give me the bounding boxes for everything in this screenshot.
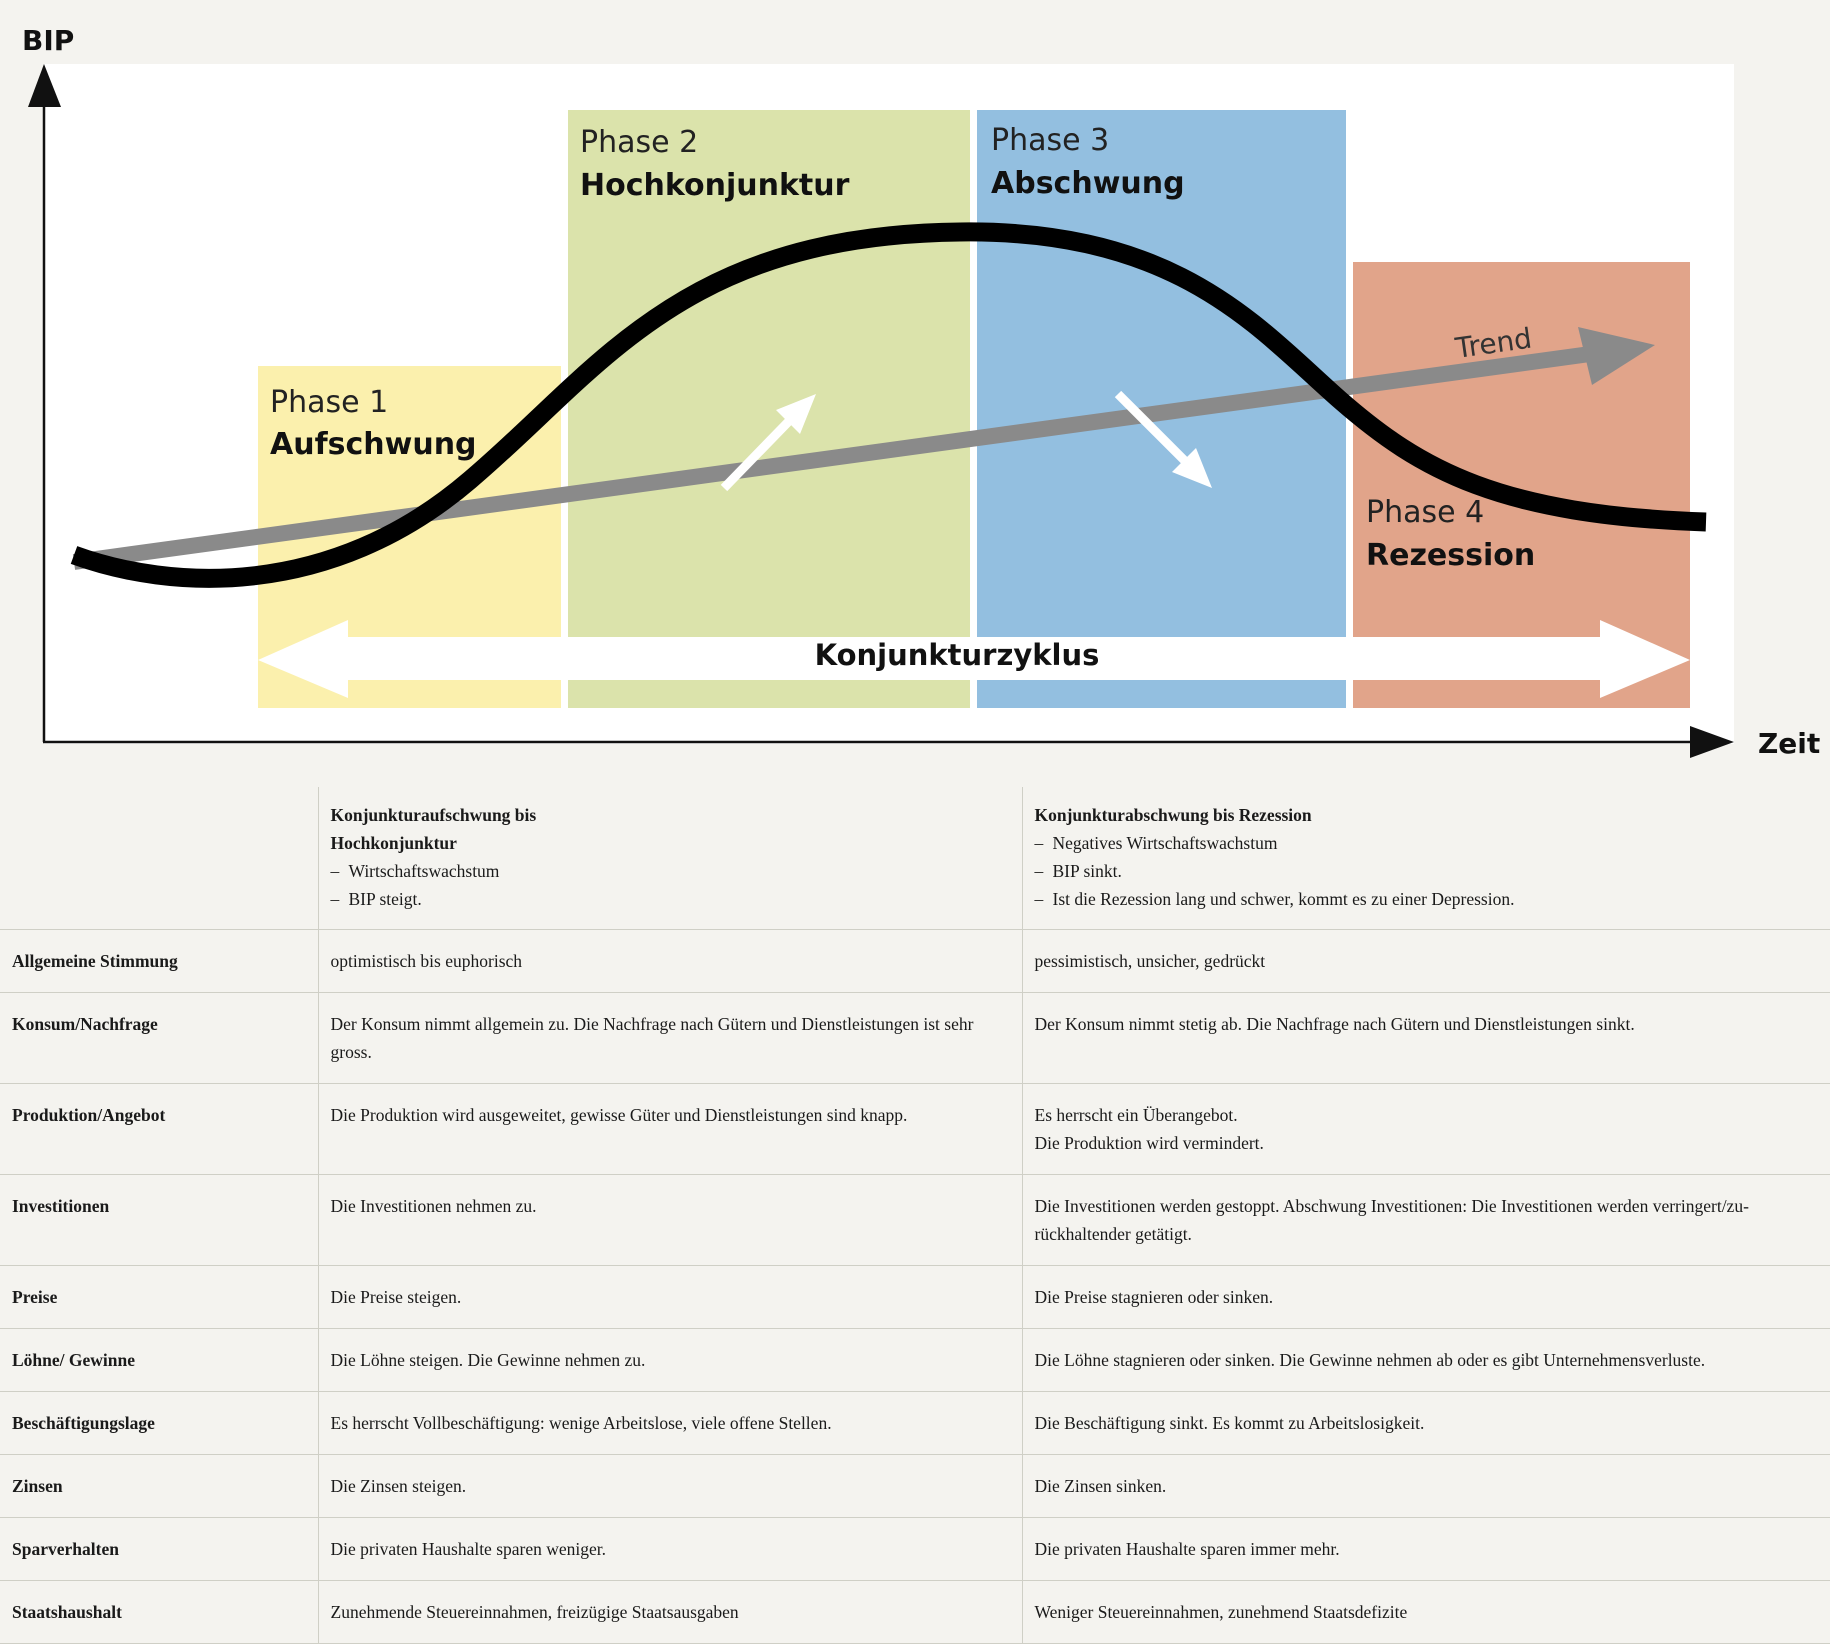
cell-text: Die Investitionen nehmen zu. [330,1196,537,1216]
downswing-cell: Die Zinsen sinken. [1021,1454,1830,1518]
upswing-cell: Die Zinsen steigen. [317,1454,1022,1518]
cycle-double-arrow [258,620,1690,698]
upswing-cell: Der Konsum nimmt allgemein zu. Die Nachf… [317,992,1022,1084]
cell-text: Die Beschäftigung sinkt. Es kommt zu Arb… [1034,1413,1425,1433]
cell-text: Die Löhne steigen. Die Gewinne nehmen zu… [330,1350,646,1370]
upswing-cell: optimistisch bis euphorisch [317,929,1022,993]
downswing-cell: pessimistisch, unsicher, gedrückt [1021,929,1830,993]
cycle-label: Konjunkturzyklus [815,638,1100,672]
header-upswing-cell: Konjunkturaufschwung bis Hochkonjunktur … [317,787,1022,930]
table-row: Preise Die Preise steigen. Die Preise stag… [0,1265,1830,1329]
phase-2-box [568,110,970,708]
upswing-cell: Zunehmende Steuereinnahmen, freizügige S… [317,1580,1022,1644]
comparison-table-wrap: Konjunkturaufschwung bis Hochkonjunktur … [0,787,1830,1644]
phase-1-name: Aufschwung [270,427,477,462]
row-label: Investitionen [0,1174,318,1266]
header-empty-cell [0,787,318,930]
row-label: Allgemeine Stimmung [0,929,318,993]
x-axis-arrowhead-icon [1690,726,1734,758]
phase-4-name: Rezession [1366,538,1535,573]
cell-text: Die Zinsen steigen. [330,1476,467,1496]
row-label: Beschäftigungslage [0,1391,318,1455]
table-header-row: Konjunkturaufschwung bis Hochkonjunktur … [0,787,1830,930]
cell-text: Die Investitionen werden gestoppt. Absch… [1034,1196,1749,1244]
table-row: Löhne/ Gewinne Die Löhne steigen. Die Gew… [0,1328,1830,1392]
cell-text: Die Produktion wird ausgeweitet, gewisse… [330,1105,908,1125]
diagram-svg: Phase 1 Aufschwung Phase 2 Hochkonjunktu… [22,24,1820,760]
downswing-bullet: –BIP sinkt. [1034,861,1122,881]
upswing-title-line1: Konjunkturaufschwung bis [330,805,537,825]
cell-text: optimistisch bis euphorisch [330,951,523,971]
header-downswing-cell: Konjunkturabschwung bis Rezession –Negat… [1021,787,1830,930]
cell-text: Die privaten Haushalte sparen immer mehr… [1034,1539,1340,1559]
downswing-title: Konjunkturabschwung bis Rezession [1034,805,1312,825]
rising-arrow-icon [720,394,816,492]
row-label: Zinsen [0,1454,318,1518]
row-label: Produktion/Angebot [0,1083,318,1175]
cell-text: Der Konsum nimmt stetig ab. Die Nachfrag… [1034,1014,1635,1034]
cell-text: Die Preise stagnieren oder sinken. [1034,1287,1274,1307]
cell-text: Es herrscht ein Überangebot. [1034,1105,1238,1125]
phase-4-number: Phase 4 [1366,495,1484,530]
phase-2-name: Hochkonjunktur [580,168,850,203]
downswing-cell: Die Preise stagnieren oder sinken. [1021,1265,1830,1329]
falling-arrow-icon [1114,390,1212,488]
downswing-cell: Die Löhne stagnieren oder sinken. Die Ge… [1021,1328,1830,1392]
cell-text: pessimistisch, unsicher, gedrückt [1034,951,1266,971]
downswing-cell: Der Konsum nimmt stetig ab. Die Nachfrag… [1021,992,1830,1084]
cell-text: Die Preise steigen. [330,1287,462,1307]
phase-4-box [1353,262,1690,708]
cell-text: Die Produktion wird vermindert. [1034,1133,1264,1153]
cell-text: Weniger Steuereinnahmen, zunehmend Staat… [1034,1602,1408,1622]
upswing-cell: Die Investitionen nehmen zu. [317,1174,1022,1266]
cell-text: Der Konsum nimmt allgemein zu. Die Nachf… [330,1014,974,1062]
cell-text: Die Zinsen sinken. [1034,1476,1167,1496]
phase-3-number: Phase 3 [991,123,1109,158]
row-label: Sparverhalten [0,1517,318,1581]
table-row: Sparverhalten Die privaten Haushalte spar… [0,1517,1830,1581]
cell-text: Die privaten Haushalte sparen weniger. [330,1539,607,1559]
phase-3-name: Abschwung [991,166,1185,201]
downswing-cell: Die Investitionen werden gestoppt. Absch… [1021,1174,1830,1266]
upswing-cell: Die Produktion wird ausgeweitet, gewisse… [317,1083,1022,1175]
cell-text: Es herrscht Vollbeschäftigung: wenige Ar… [330,1413,832,1433]
table-row: Allgemeine Stimmung optimistisch bis euph… [0,929,1830,993]
table-row: Staatshaushalt Zunehmende Steuereinnahmen… [0,1580,1830,1644]
upswing-bullet: –Wirtschaftswachstum [330,861,500,881]
table-row: Investitionen Die Investitionen nehmen zu… [0,1174,1830,1266]
downswing-cell: Die privaten Haushalte sparen immer mehr… [1021,1517,1830,1581]
downswing-cell: Weniger Steuereinnahmen, zunehmend Staat… [1021,1580,1830,1644]
phase-2-number: Phase 2 [580,125,698,160]
y-axis [28,64,61,742]
downswing-bullet: –Ist die Rezession lang und schwer, komm… [1034,889,1515,909]
table-row: Produktion/Angebot Die Produktion wird au… [0,1083,1830,1175]
cell-text: Zunehmende Steuereinnahmen, freizügige S… [330,1602,739,1622]
upswing-bullet: –BIP steigt. [330,889,422,909]
upswing-cell: Die Preise steigen. [317,1265,1022,1329]
comparison-table: Konjunkturaufschwung bis Hochkonjunktur … [0,787,1830,1644]
business-cycle-diagram: Phase 1 Aufschwung Phase 2 Hochkonjunktu… [0,0,1830,780]
x-axis-label: Zeit [1758,727,1820,760]
x-axis [43,726,1734,758]
y-axis-arrowhead-icon [28,64,61,107]
row-label: Preise [0,1265,318,1329]
downswing-bullet: –Negatives Wirtschaftswachstum [1034,833,1278,853]
upswing-cell: Die Löhne steigen. Die Gewinne nehmen zu… [317,1328,1022,1392]
upswing-cell: Es herrscht Vollbeschäftigung: wenige Ar… [317,1391,1022,1455]
downswing-cell: Es herrscht ein Überangebot. Die Produkti… [1021,1083,1830,1175]
table-row: Zinsen Die Zinsen steigen. Die Zinsen sink… [0,1454,1830,1518]
y-axis-label: BIP [22,24,74,57]
table-row: Beschäftigungslage Es herrscht Vollbeschä… [0,1391,1830,1455]
business-cycle-curve [70,222,1707,588]
downswing-cell: Die Beschäftigung sinkt. Es kommt zu Arb… [1021,1391,1830,1455]
row-label: Löhne/ Gewinne [0,1328,318,1392]
row-label: Staatshaushalt [0,1580,318,1644]
upswing-title-line2: Hochkonjunktur [330,833,457,853]
upswing-cell: Die privaten Haushalte sparen weniger. [317,1517,1022,1581]
cell-text: Die Löhne stagnieren oder sinken. Die Ge… [1034,1350,1706,1370]
row-label: Konsum/Nachfrage [0,992,318,1084]
phase-1-number: Phase 1 [270,385,388,420]
